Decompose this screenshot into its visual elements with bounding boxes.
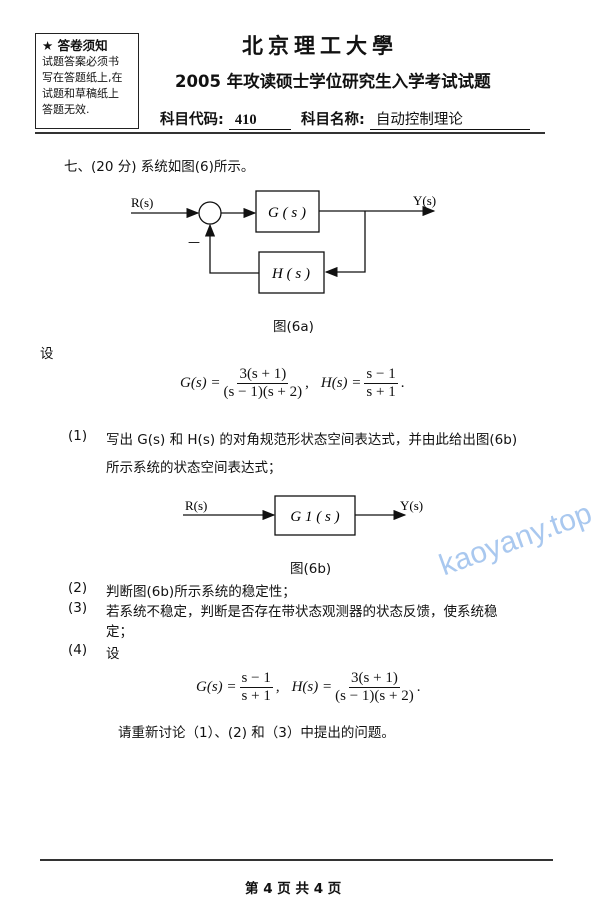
subject-line: 科目代码: 410 科目名称: 自动控制理论 — [160, 108, 530, 130]
output-label: Y(s) — [413, 193, 436, 208]
input-label: R(s) — [131, 195, 153, 210]
item-number: (4) — [68, 642, 88, 658]
input-label-6b: R(s) — [185, 498, 207, 513]
item-2-line: 判断图(6b)所示系统的稳定性； — [106, 584, 296, 600]
answer-notice-box: ★ 答卷须知 试题答案必须书 写在答题纸上,在 试题和草稿纸上 答题无效. — [35, 33, 139, 129]
item-4-line: 设 — [106, 646, 120, 662]
star-icon: ★ — [42, 38, 54, 53]
summing-junction — [198, 201, 222, 225]
question-heading: 七、(20 分) 系统如图(6)所示。 — [64, 159, 255, 175]
item-1-line: 所示系统的状态空间表达式； — [106, 460, 282, 476]
subject-name-label: 科目名称: — [300, 112, 365, 128]
notice-line: 写在答题纸上,在 — [42, 71, 123, 84]
negative-sign: — — [188, 235, 200, 249]
page-number: 第 4 页 共 4 页 — [245, 881, 342, 897]
item-number: (2) — [68, 580, 88, 596]
subject-code-label: 科目代码: — [160, 112, 224, 128]
subject-code: 410 — [228, 112, 291, 130]
g1-block-label: G 1 ( s ) — [290, 509, 339, 525]
let-label: 设 — [40, 346, 54, 362]
feedback-line — [324, 211, 366, 278]
h-block-label: H ( s ) — [271, 266, 310, 282]
g-block-label: G ( s ) — [268, 205, 306, 221]
figure-caption-6b: 图(6b) — [290, 561, 332, 577]
item-number: (1) — [68, 428, 88, 444]
footer-divider — [40, 859, 553, 861]
formula-1: G(s) = 3(s + 1)(s − 1)(s + 2) , H(s) = s… — [180, 366, 405, 400]
item-3-line: 定； — [106, 624, 133, 640]
university-name: 北京理工大學 — [242, 33, 398, 58]
item-number: (3) — [68, 600, 88, 616]
notice-line: 试题和草稿纸上 — [42, 87, 119, 100]
figure-caption-6a: 图(6a) — [273, 319, 314, 335]
exam-title: 2005 年攻读硕士学位研究生入学考试试题 — [175, 72, 491, 91]
notice-line: 答题无效. — [42, 103, 90, 116]
notice-heading: 答卷须知 — [57, 38, 108, 53]
feedback-return-line — [204, 223, 259, 274]
item-1-line: 写出 G(s) 和 H(s) 的对角规范形状态空间表达式，并由此给出图(6b) — [106, 432, 518, 448]
closing-instruction: 请重新讨论（1）、(2) 和（3）中提出的问题。 — [118, 725, 395, 741]
notice-line: 试题答案必须书 — [42, 55, 119, 68]
output-label-6b: Y(s) — [400, 498, 423, 513]
item-3-line: 若系统不稳定，判断是否存在带状态观测器的状态反馈，使系统稳 — [106, 604, 498, 620]
header-divider — [35, 132, 545, 134]
subject-name: 自动控制理论 — [369, 108, 530, 130]
